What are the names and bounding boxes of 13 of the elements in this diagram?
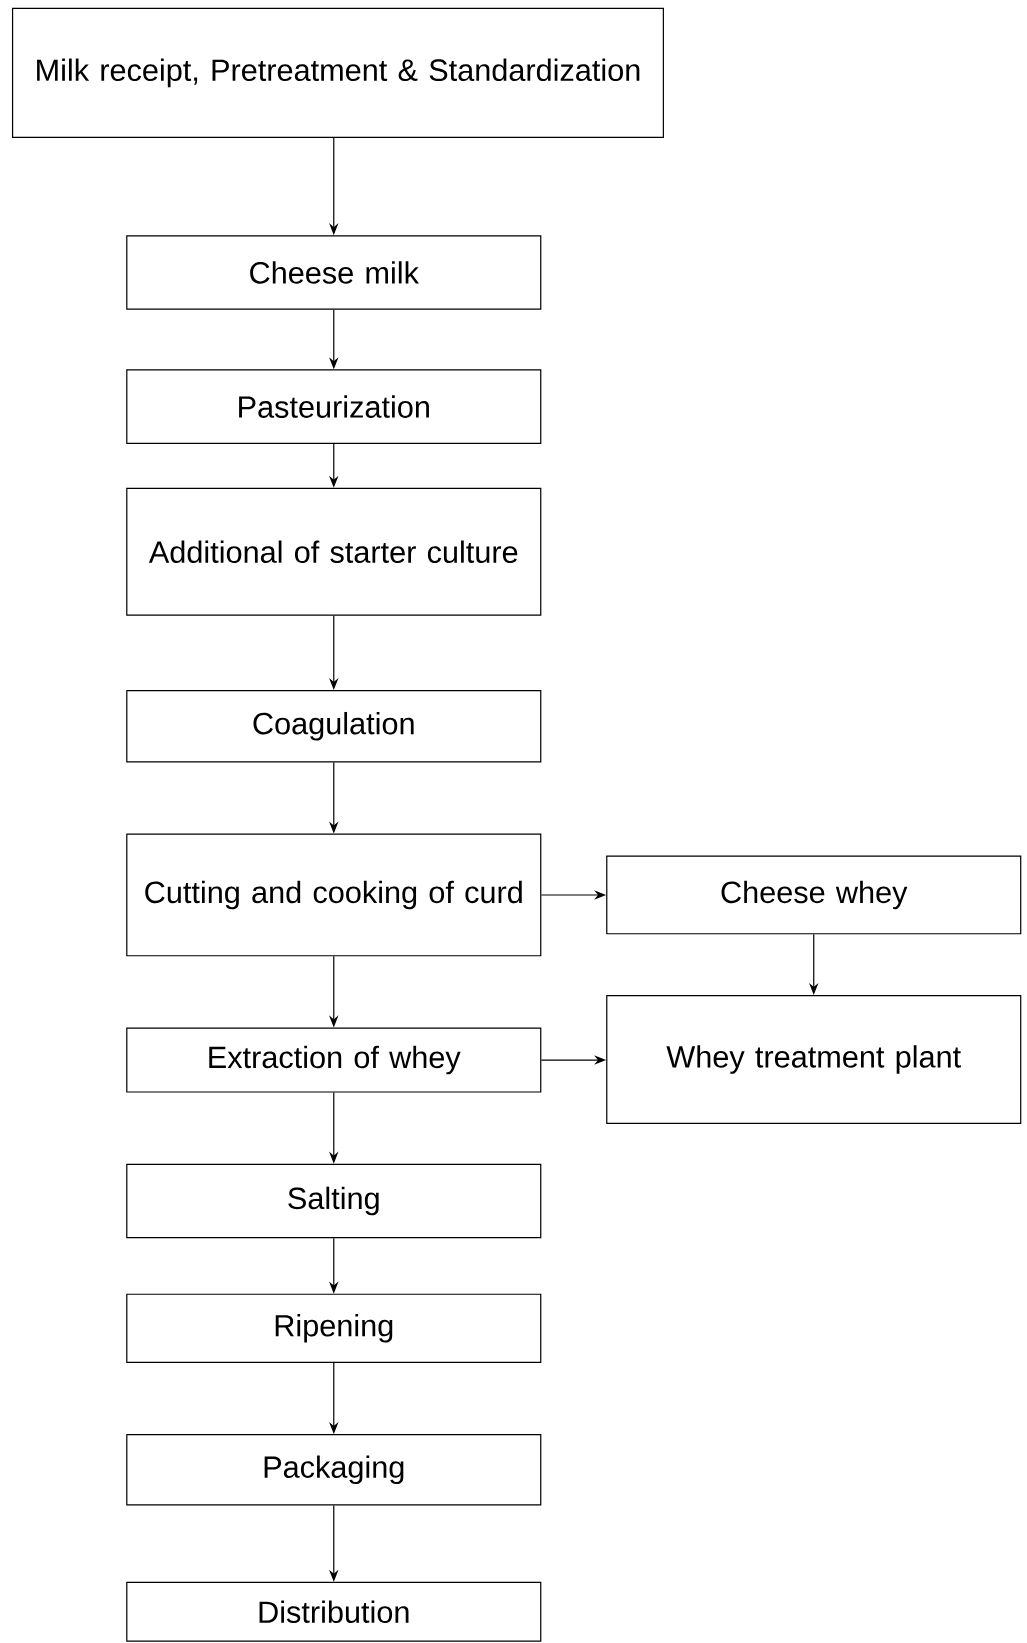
process-box: Coagulation <box>126 690 542 763</box>
process-box: Cheese whey <box>606 855 1022 935</box>
process-box: Packaging <box>126 1434 542 1506</box>
process-box: Milk receipt, Pretreatment & Standardization <box>12 7 664 138</box>
process-box: Cheese milk <box>126 235 542 310</box>
process-box: Salting <box>126 1163 542 1239</box>
process-box: Additional of starter culture <box>126 487 542 616</box>
process-box: Ripening <box>126 1293 542 1363</box>
process-box: Whey treatment plant <box>606 995 1022 1125</box>
process-box: Distribution <box>126 1581 542 1642</box>
process-box: Pasteurization <box>126 369 542 444</box>
process-box: Cutting and cooking of curd <box>126 833 542 957</box>
process-box: Extraction of whey <box>126 1027 542 1093</box>
